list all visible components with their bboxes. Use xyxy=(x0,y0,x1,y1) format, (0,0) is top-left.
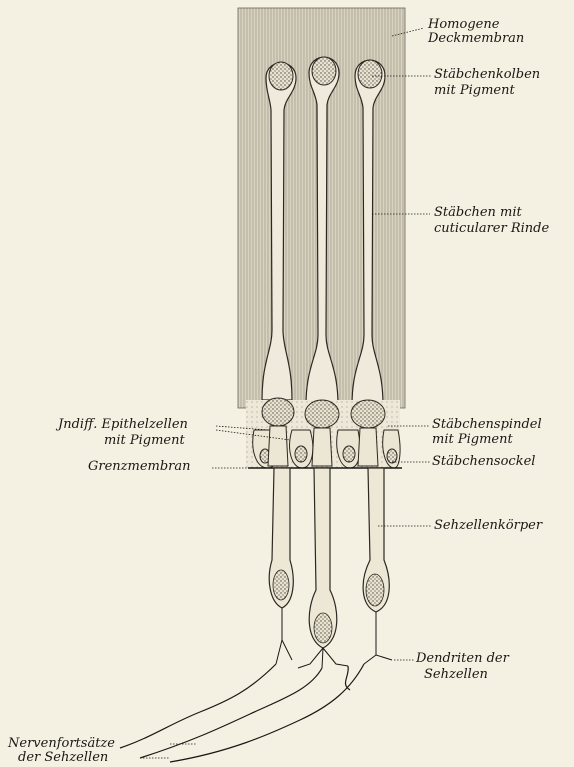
rod-spindle-1 xyxy=(262,398,294,426)
rod-knob-2 xyxy=(312,57,336,85)
label-kolben-2: mit Pigment xyxy=(434,84,515,98)
nerve-processes xyxy=(120,664,364,762)
label-homogene: Homogene xyxy=(428,18,499,32)
rod-knob-1 xyxy=(269,62,293,90)
label-spindel-1: Stäbchenspindel xyxy=(432,418,542,432)
label-nerven-2: der Sehzellen xyxy=(18,751,108,765)
label-epithel-2: mit Pigment xyxy=(104,434,185,448)
cell-nucleus-2 xyxy=(314,613,332,643)
label-staebchen-2: cuticularer Rinde xyxy=(434,222,549,236)
label-staebchen-1: Stäbchen mit xyxy=(434,206,522,220)
rod-spindle-3 xyxy=(351,400,385,428)
rod-knob-3 xyxy=(358,60,382,88)
rod-bases xyxy=(268,426,378,466)
label-nerven-1: Nervenfortsätze xyxy=(8,737,115,751)
label-kolben-1: Stäbchenkolben xyxy=(434,68,540,82)
rod-spindle-2 xyxy=(305,400,339,428)
label-grenzmembran: Grenzmembran xyxy=(88,460,191,474)
label-spindel-2: mit Pigment xyxy=(432,433,513,447)
label-epithel-1: Jndiff. Epithelzellen xyxy=(58,418,188,432)
cell-nucleus-3 xyxy=(366,574,384,606)
label-deckmembran: Deckmembran xyxy=(428,32,524,46)
cell-nucleus-1 xyxy=(273,570,289,600)
label-sockel: Stäbchensockel xyxy=(432,455,535,469)
label-dendriten-1: Dendriten der xyxy=(416,652,509,666)
label-sehzellenkoerper: Sehzellenkörper xyxy=(434,519,542,533)
label-dendriten-2: Sehzellen xyxy=(424,668,488,682)
